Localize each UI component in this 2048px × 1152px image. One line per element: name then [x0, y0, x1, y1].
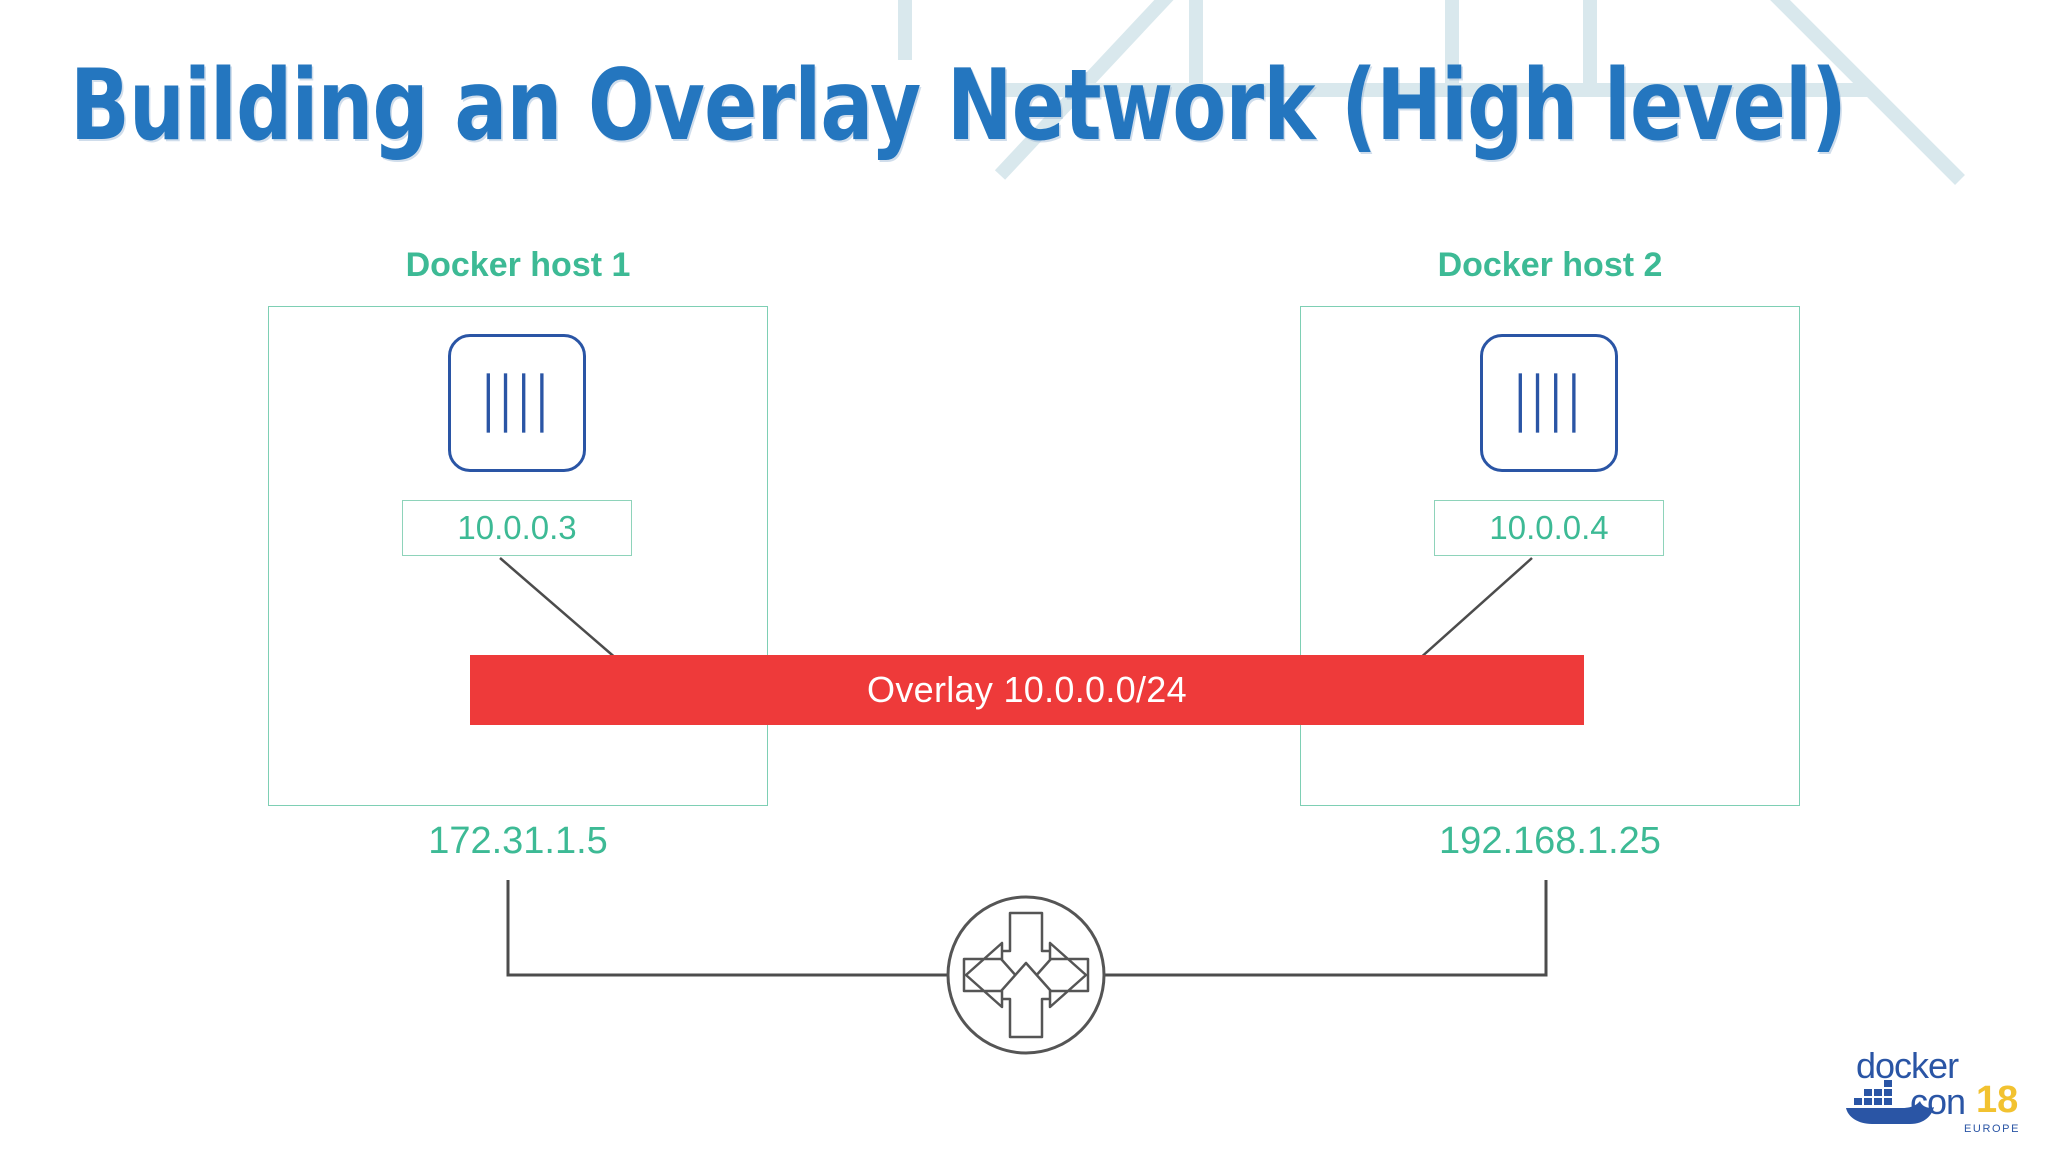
dockercon-logo: docker con 18 EUROPE — [1846, 1045, 2020, 1135]
container-bars-icon — [1518, 373, 1576, 433]
leader-line-host2 — [1417, 557, 1533, 661]
host-label-1: Docker host 1 — [405, 246, 631, 284]
docker-whale-icon — [1846, 1080, 1934, 1124]
host1-router-link — [506, 880, 966, 977]
container-bars-icon — [486, 373, 544, 433]
host-ip-host2: 192.168.1.25 — [1439, 820, 1661, 862]
host-ip-host1: 172.31.1.5 — [428, 820, 608, 862]
host-label-2: Docker host 2 — [1437, 246, 1663, 284]
logo-region-text: EUROPE — [1964, 1123, 2020, 1135]
container-ip-host2: 10.0.0.4 — [1434, 500, 1664, 556]
container-icon-host2 — [1480, 334, 1618, 472]
logo-docker-text: docker — [1856, 1045, 1959, 1086]
logo-year-text: 18 — [1976, 1079, 2018, 1121]
router-icon — [946, 895, 1106, 1055]
leader-line-host1 — [499, 557, 619, 661]
page-title: Building an Overlay Network (High level) — [70, 49, 1847, 163]
container-ip-host1: 10.0.0.3 — [402, 500, 632, 556]
host-box-2 — [1300, 306, 1800, 806]
overlay-network-bar: Overlay 10.0.0.0/24 — [470, 655, 1584, 725]
container-icon-host1 — [448, 334, 586, 472]
host-box-1 — [268, 306, 768, 806]
host2-router-link — [1086, 880, 1548, 977]
